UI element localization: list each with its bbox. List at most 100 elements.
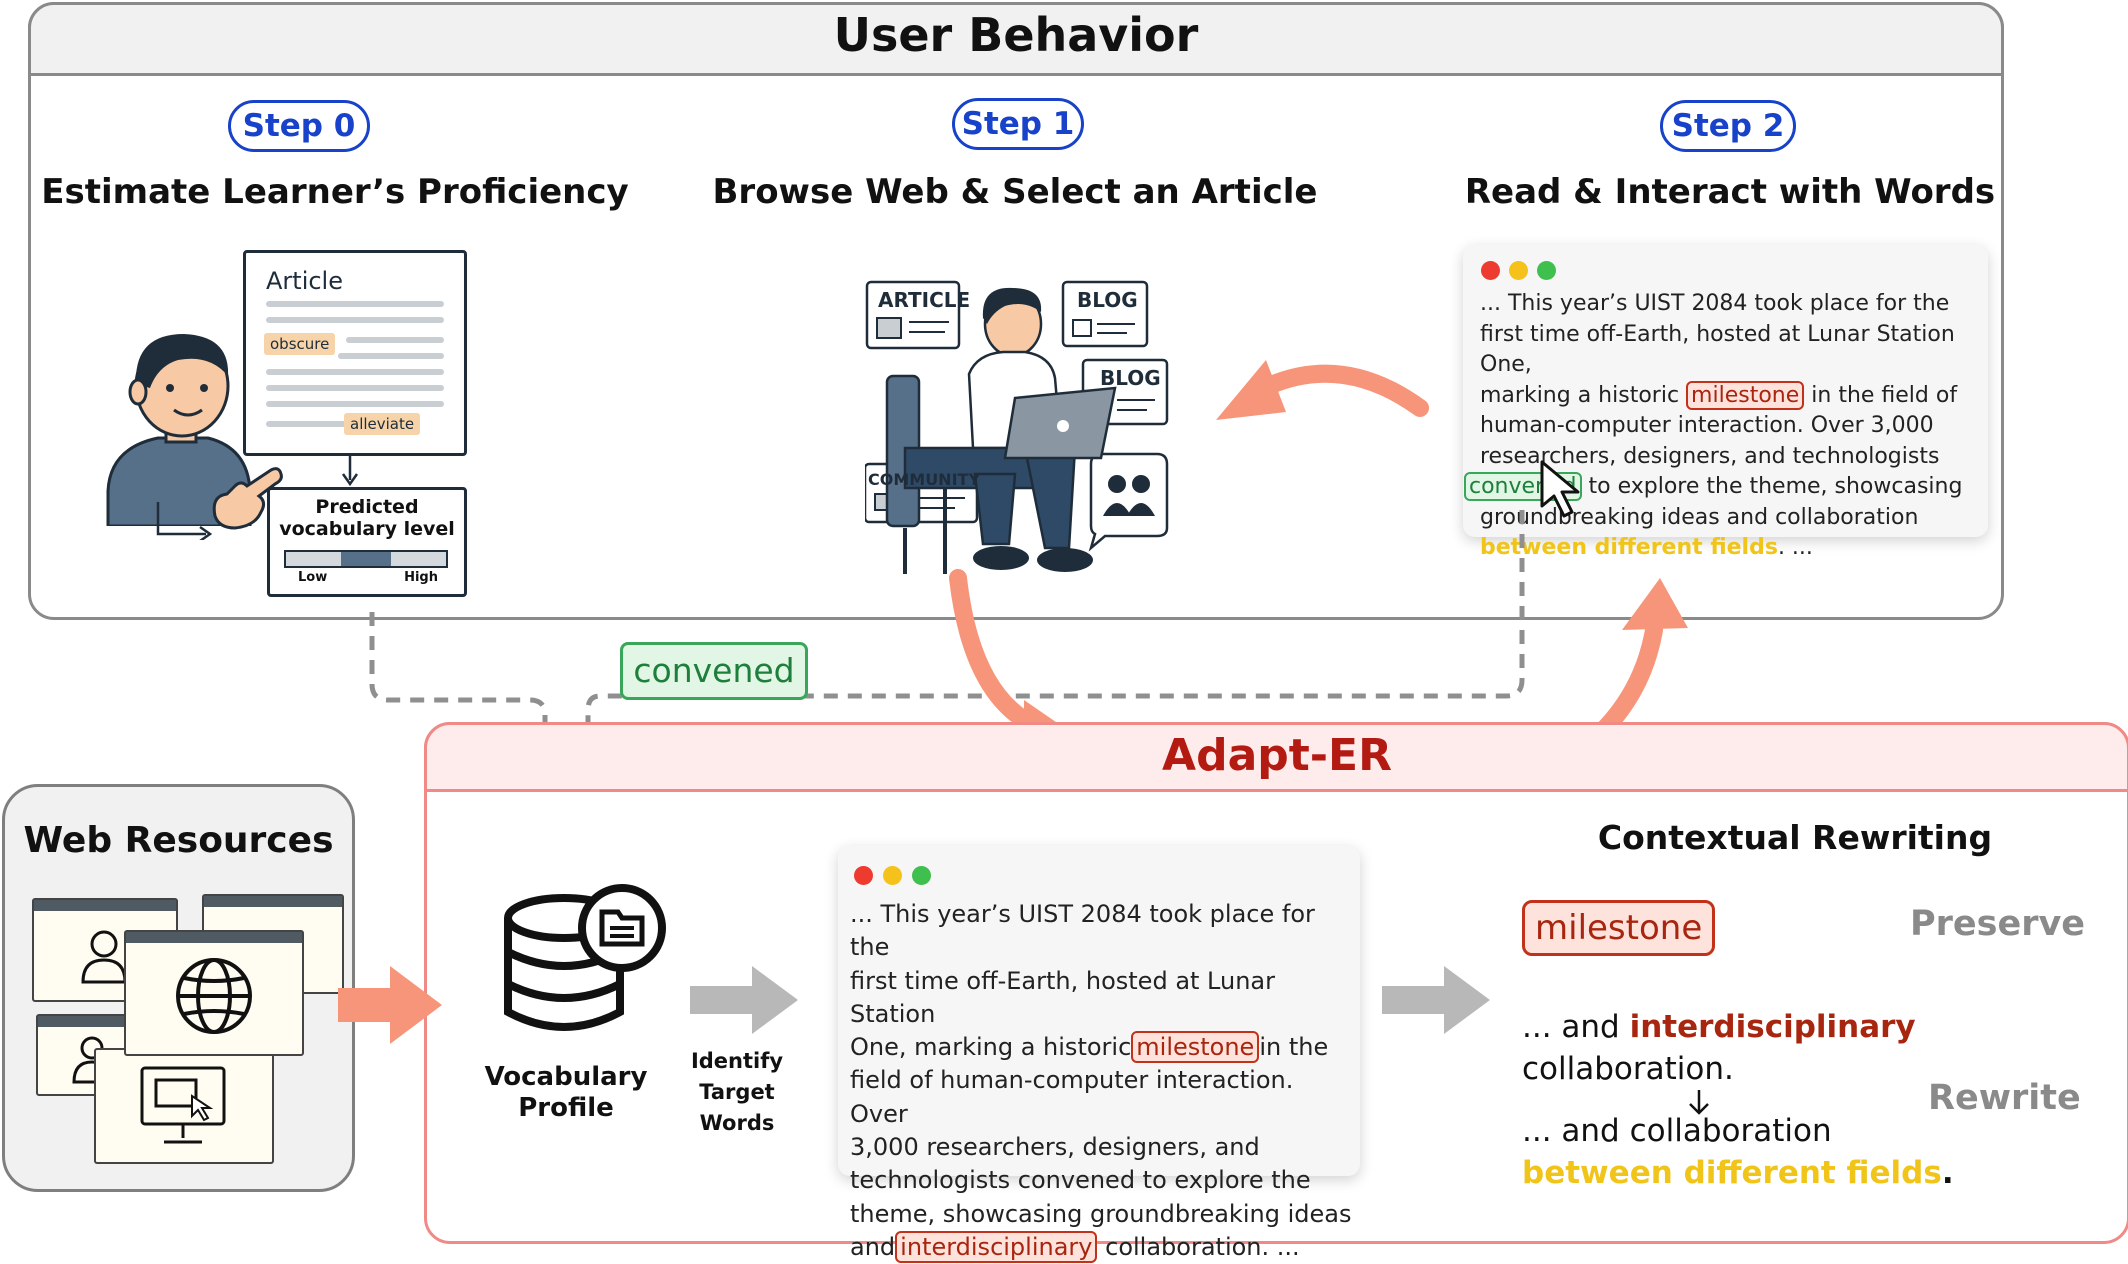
preserve-word-chip: milestone [1522,900,1716,956]
globe-icon [176,958,252,1034]
after-line-2: between different fields. [1522,1152,1992,1194]
article-segment: and [850,1232,896,1261]
reader-segment: . ... [1777,535,1813,560]
text-line [346,337,444,343]
window-bar [38,1016,150,1027]
grey-arrow-2 [1380,964,1492,1036]
before-suffix: collaboration. [1522,1051,1734,1087]
adapt-er-title: Adapt-ER [1162,730,1392,781]
article-line: first time off-Earth, hosted at Lunar St… [850,966,1276,1028]
web-window-globe [124,930,304,1056]
level-bar [284,550,448,568]
user-icon [81,930,127,984]
web-to-adapt-arrow [336,964,446,1046]
convened-flow-tag: convened [620,642,808,700]
reader-segment: in the field of [1811,382,1958,408]
low-label: Low [298,570,328,585]
minimize-dot-icon [883,866,902,885]
identify-label: Identify [690,1049,784,1073]
after-prefix: ... and collaboration [1522,1113,1832,1149]
community-card-label: COMMUNITY [868,470,981,489]
grey-arrow-1 [688,964,800,1036]
preserve-label: Preserve [1910,904,2086,944]
database-icon [500,882,670,1042]
web-resources-title: Web Resources [23,820,334,861]
pointing-hand-icon [205,456,285,536]
maximize-dot-icon [1537,261,1556,280]
browse-web-illustration [865,278,1175,578]
text-line [338,353,444,359]
article-line: technologists convened to explore the [850,1166,1311,1195]
rewritten-phrase: between different fields [1480,535,1778,560]
article-card: Article obscure alleviate [243,250,467,456]
article-card-label: ARTICLE [878,288,971,312]
after-suffix: . [1941,1155,1954,1191]
reader-segment: marking a historic [1480,382,1680,408]
obscure-tag: obscure [264,333,336,355]
text-line [266,385,444,391]
web-window-monitor [94,1048,274,1164]
milestone-word[interactable]: milestone [1686,380,1805,410]
adapt-er-article-window: ... This year’s UIST 2084 took place for… [838,846,1360,1263]
alleviate-tag: alleviate [344,413,421,435]
level-bar-fill [341,552,391,566]
article-card-title: Article [266,267,343,295]
learner-illustration [98,326,288,526]
reader-line: marking a historic milestone in the fiel… [1480,380,1985,412]
rewrite-before-line: ... and interdisciplinary [1522,1006,1942,1048]
blog-card-label-2: BLOG [1100,366,1161,390]
window-bar [126,932,302,943]
step0-connector-arrows [150,450,360,540]
reader-line: ... This year’s UIST 2084 took place for… [1480,291,1950,316]
text-line [266,317,444,323]
window-bar [34,900,176,911]
adapt-er-header [424,722,2128,792]
rewrite-after: ... and collaboration between different … [1522,1110,1992,1194]
text-line [266,401,444,407]
maximize-dot-icon [912,866,931,885]
article-line: ... This year’s UIST 2084 took place for… [850,900,1315,962]
predicted-level-card: Predicted vocabulary level Low High [267,487,467,597]
step-1-title: Browse Web & Select an Article [712,172,1318,212]
step-1-badge: Step 1 [952,98,1084,150]
step-0-badge: Step 0 [228,100,370,152]
window-bar [204,896,342,907]
article-segment: One, marking a historic [850,1033,1132,1062]
step-2-title: Read & Interact with Words [1464,172,1996,212]
rewrite-label: Rewrite [1928,1078,2081,1118]
article-segment: collaboration. ... [1105,1232,1300,1261]
text-line [266,421,346,427]
interdisciplinary-target-word: interdisciplinary [895,1230,1098,1263]
target-words-label: Target Words [699,1080,775,1135]
reader-line: researchers, designers, and technologist… [1480,443,1940,469]
reader-line: between different fields. ... [1480,533,1985,564]
before-difficult-word: interdisciplinary [1629,1009,1916,1045]
milestone-target-word: milestone [1131,1031,1260,1064]
user-behavior-title: User Behavior [833,8,1199,62]
predicted-label: Predicted [315,496,419,518]
rewrite-before: ... and interdisciplinary collaboration. [1522,1006,1942,1090]
contextual-rewriting-title: Contextual Rewriting [1597,818,1993,857]
reader-line: first time off-Earth, hosted at Lunar St… [1480,321,1955,378]
vocabulary-level-label: vocabulary level [279,518,455,540]
vocabulary-label: Vocabulary [484,1062,648,1092]
before-prefix: ... and [1522,1009,1620,1045]
text-line [266,369,444,375]
rewrite-down-arrow-icon [1684,1088,1714,1116]
close-dot-icon [854,866,873,885]
user-behavior-header [28,2,2004,76]
mouse-cursor-icon [1538,460,1584,520]
article-line: theme, showcasing groundbreaking ideas [850,1199,1352,1228]
blog-card-label: BLOG [1077,288,1138,312]
vocabulary-profile-label: Vocabulary Profile [470,1062,662,1124]
identify-target-words-label: Identify Target Words [664,1046,810,1139]
profile-label: Profile [518,1093,614,1123]
step-2-badge: Step 2 [1660,100,1796,152]
reader-line: groundbreaking ideas and collaboration [1480,504,1919,530]
minimize-dot-icon [1509,261,1528,280]
monitor-icon [140,1066,226,1144]
close-dot-icon [1481,261,1500,280]
adapt-er-article-text: ... This year’s UIST 2084 took place for… [850,898,1355,1264]
article-line: field of human-computer interaction. Ove… [850,1066,1294,1128]
